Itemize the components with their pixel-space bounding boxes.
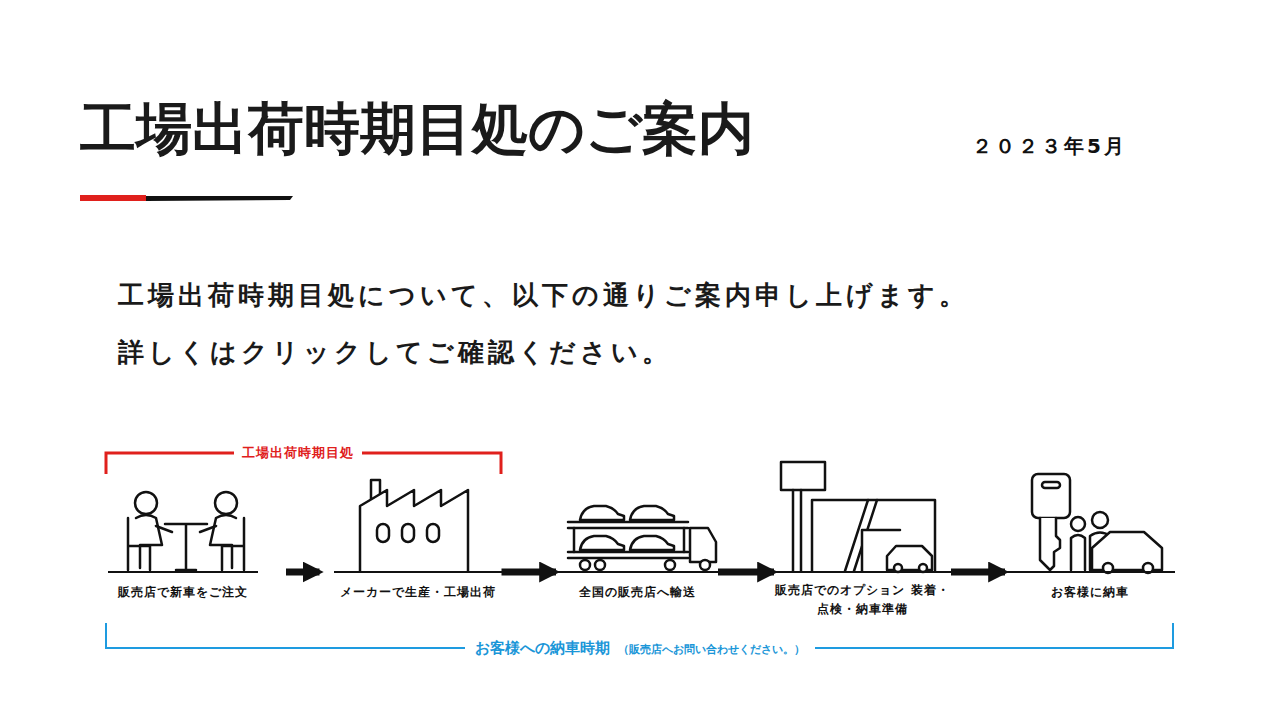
title-underline-black [146, 196, 293, 201]
intro-text: 詳しくはクリックしてご確認ください。 [118, 337, 672, 367]
dealer-illustration [781, 462, 935, 572]
process-step: 全国の販売店へ輸送 [556, 571, 718, 602]
date: ２０２３年5月 [972, 134, 1127, 158]
flow-arrow [286, 569, 320, 576]
step-caption: 全国の販売店へ輸送 [579, 583, 696, 602]
factory-illustration [360, 480, 468, 571]
step-caption: メーカーで生産・工場出荷 [340, 583, 496, 602]
title-box: 工場出荷時期目処のご案内 [80, 92, 754, 168]
delivery-illustration [1032, 474, 1162, 573]
bracket-label: お客様への納車時期 [475, 639, 610, 658]
label-box: 詳しくはクリックしてご確認ください。 [118, 335, 672, 370]
intro-text: 工場出荷時期目処について、以下の通りご案内申し上げます。 [118, 280, 969, 310]
carrier-illustration [568, 506, 716, 570]
process-step: お客様に納車 [1005, 571, 1175, 602]
flow-arrow [502, 569, 557, 576]
step-caption: 販売店で新車をご注文 [118, 583, 248, 602]
process-step: 販売店で新車をご注文 [108, 571, 258, 602]
process-step: メーカーで生産・工場出荷 [334, 571, 502, 602]
title: 工場出荷時期目処のご案内 [80, 96, 754, 161]
flow-arrow [951, 569, 1005, 576]
process-step: 販売店でのオプション 装着・点検・納車準備 [774, 571, 951, 619]
flow-arrow [718, 569, 774, 576]
step-caption: 販売店でのオプション 装着・点検・納車準備 [774, 581, 951, 619]
bracket-label-box: お客様への納車時期 （販売店へお問い合わせください。） [465, 639, 815, 658]
bracket-note: （販売店へお問い合わせください。） [618, 642, 805, 657]
title-underline-red [80, 195, 146, 201]
step-caption: お客様に納車 [1051, 583, 1129, 602]
label-box: 工場出荷時期目処 [234, 442, 362, 462]
label-box: 工場出荷時期目処について、以下の通りご案内申し上げます。 [118, 278, 969, 313]
label-box: ２０２３年5月 [972, 133, 1127, 160]
bracket-label: 工場出荷時期目処 [242, 445, 354, 460]
order-illustration [128, 492, 244, 570]
